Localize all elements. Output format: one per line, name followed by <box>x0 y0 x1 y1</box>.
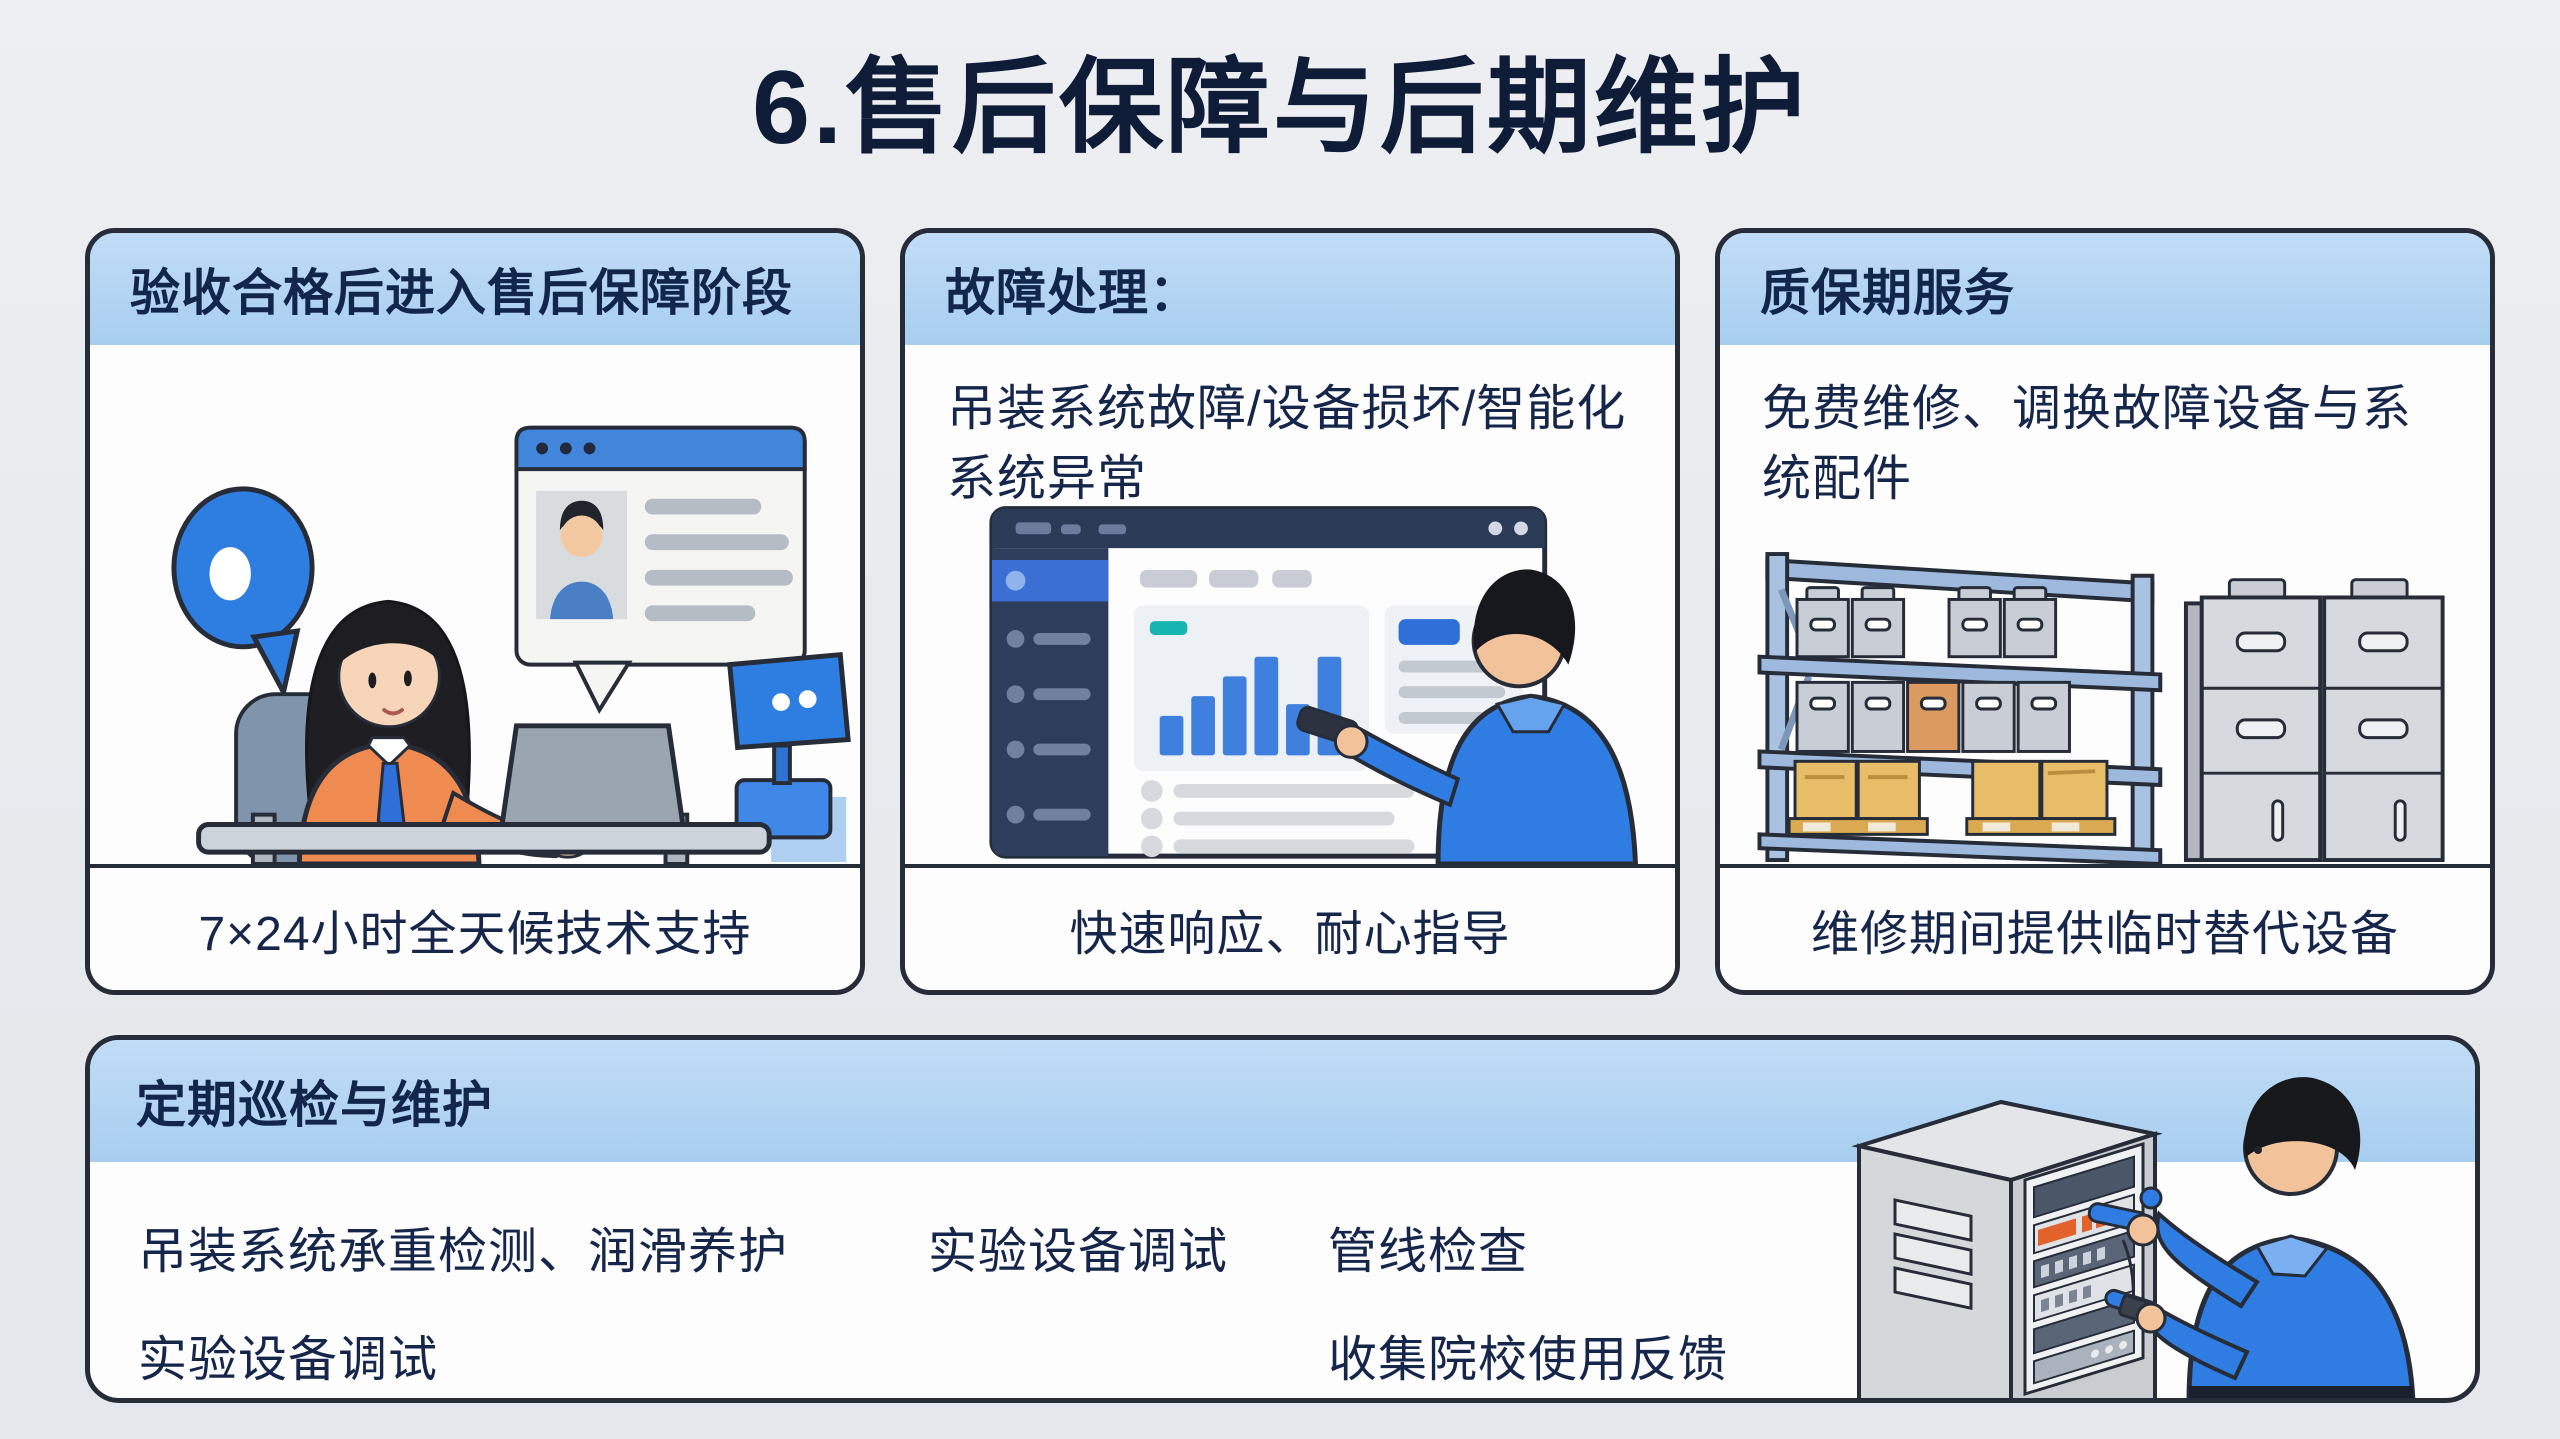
card-fault-footer: 快速响应、耐心指导 <box>905 864 1675 990</box>
card-fault-header: 故障处理： <box>905 233 1675 345</box>
card-warranty-body: 免费维修、调换故障设备与系统配件 <box>1720 345 2490 864</box>
maintenance-item: 实验设备调试 <box>138 1333 439 1387</box>
page-title: 6.售后保障与后期维护 <box>752 50 1808 166</box>
card-warranty-footer: 维修期间提供临时替代设备 <box>1720 864 2490 990</box>
bins-middle-shelf <box>1795 680 2071 753</box>
card-maintenance: 定期巡检与维护 吊装系统承重检测、润滑养护 实验设备调试 管线检查 实验设备调试… <box>85 1035 2480 1403</box>
id-card-popup-icon <box>514 425 807 715</box>
server-technician-illustration <box>1851 1077 2416 1398</box>
maintenance-item: 实验设备调试 <box>928 1225 1229 1279</box>
warehouse-illustration <box>1757 552 2445 864</box>
maintenance-item: 吊装系统承重检测、润滑养护 <box>138 1225 789 1279</box>
card-maintenance-title: 定期巡检与维护 <box>136 1077 493 1133</box>
maintenance-item: 管线检查 <box>1328 1225 1529 1279</box>
support-agent-illustration <box>171 425 851 864</box>
card-warranty-header: 质保期服务 <box>1720 233 2490 345</box>
speech-bubble-icon <box>171 486 315 700</box>
card-warranty-text: 免费维修、调换故障设备与系统配件 <box>1762 382 2413 506</box>
top-cards-row: 验收合格后进入售后保障阶段 <box>85 228 2495 995</box>
card-fault-body: 吊装系统故障/设备损坏/智能化系统异常 <box>905 345 1675 864</box>
card-acceptance-header: 验收合格后进入售后保障阶段 <box>90 233 860 345</box>
card-acceptance-title: 验收合格后进入售后保障阶段 <box>130 265 793 321</box>
pos-terminal-icon <box>727 652 851 863</box>
engineer-back-view <box>1296 569 1638 864</box>
gray-bins-top-shelf <box>1795 586 2058 659</box>
card-maintenance-header: 定期巡检与维护 <box>90 1040 2475 1162</box>
technician <box>2087 1077 2416 1398</box>
card-acceptance-body <box>90 345 860 864</box>
card-acceptance: 验收合格后进入售后保障阶段 <box>85 228 865 995</box>
equipment-cabinets-icon <box>2183 578 2445 863</box>
storage-rack-icon <box>1757 552 2163 864</box>
card-acceptance-footer: 7×24小时全天候技术支持 <box>90 864 860 990</box>
card-warranty-title: 质保期服务 <box>1760 265 2015 321</box>
desk <box>196 822 772 855</box>
dashboard-engineer-illustration <box>989 506 1638 864</box>
card-warranty: 质保期服务 免费维修、调换故障设备与系统配件 <box>1715 228 2495 995</box>
card-fault-text: 吊装系统故障/设备损坏/智能化系统异常 <box>947 382 1627 506</box>
cardboard-boxes-icon <box>1787 759 2117 836</box>
maintenance-item: 收集院校使用反馈 <box>1328 1333 1729 1387</box>
server-rack-icon <box>1851 1099 2163 1398</box>
card-fault-title: 故障处理： <box>945 265 1200 321</box>
card-maintenance-body: 吊装系统承重检测、润滑养护 实验设备调试 管线检查 实验设备调试 收集院校使用反… <box>90 1162 2475 1398</box>
card-fault-handling: 故障处理： 吊装系统故障/设备损坏/智能化系统异常 <box>900 228 1680 995</box>
